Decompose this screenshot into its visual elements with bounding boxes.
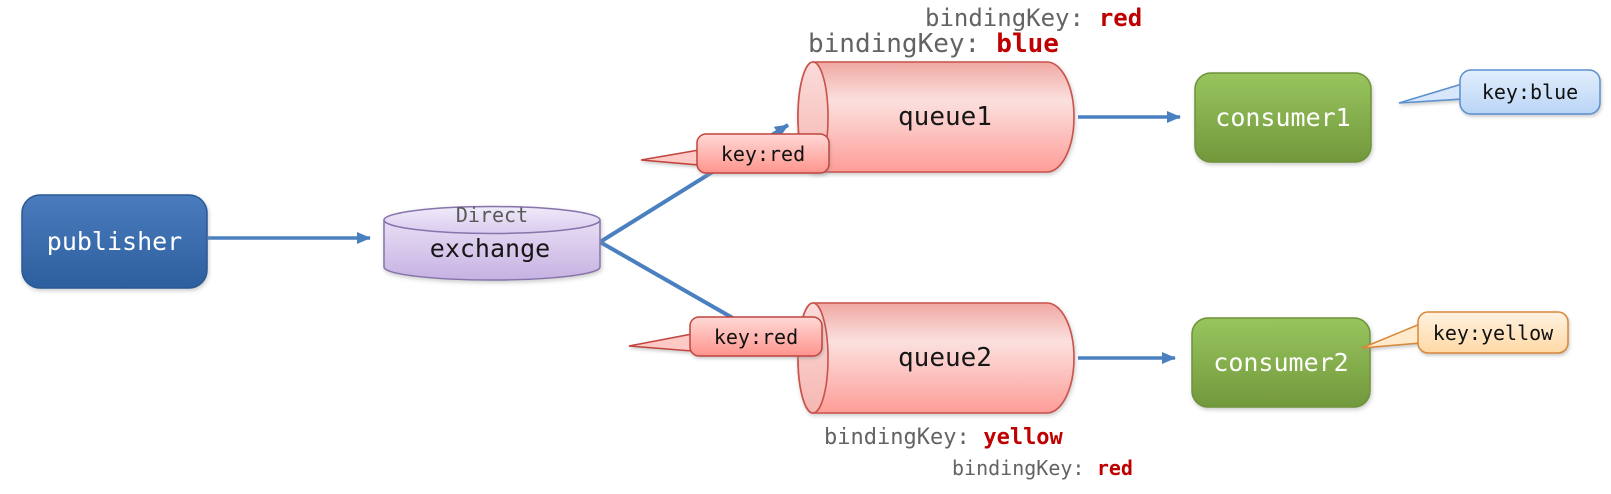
exchange-node	[383, 205, 601, 281]
binding-value: red	[1096, 456, 1133, 480]
bubble-body	[696, 133, 830, 174]
exchange-top	[383, 205, 601, 235]
arrow-exchange-to-queue2	[599, 240, 753, 331]
bubble-body	[689, 316, 823, 357]
queue2-binding-yellow: bindingKey: yellow	[824, 425, 1063, 450]
queue2-binding-red: bindingKey: red	[952, 456, 1133, 480]
queue1-node	[797, 61, 1075, 173]
queue1-binding-blue: bindingKey: blue	[808, 29, 1059, 59]
publisher-node	[21, 194, 208, 289]
callout-body	[1417, 311, 1569, 354]
binding-value: yellow	[983, 425, 1063, 450]
queue2-body	[797, 302, 1075, 414]
callout-body	[1459, 69, 1601, 115]
bubble-tail	[640, 149, 700, 166]
key-red-bubble-2	[628, 316, 823, 357]
queue2-node	[797, 302, 1075, 414]
binding-value: red	[1098, 4, 1143, 32]
key-yellow-callout	[1361, 311, 1569, 354]
key-blue-callout	[1398, 69, 1601, 115]
callout-tail	[1398, 82, 1463, 104]
binding-value: blue	[996, 29, 1059, 59]
binding-prefix: bindingKey:	[824, 425, 970, 450]
consumer1-node	[1194, 72, 1372, 163]
binding-prefix: bindingKey:	[808, 29, 981, 59]
binding-prefix: bindingKey:	[925, 4, 1084, 32]
bubble-tail	[628, 333, 693, 352]
key-red-bubble-1	[640, 133, 830, 174]
queue1-binding-red: bindingKey: red	[925, 4, 1142, 32]
binding-prefix: bindingKey:	[952, 456, 1085, 480]
consumer2-node	[1191, 317, 1371, 408]
queue1-body	[797, 61, 1075, 173]
